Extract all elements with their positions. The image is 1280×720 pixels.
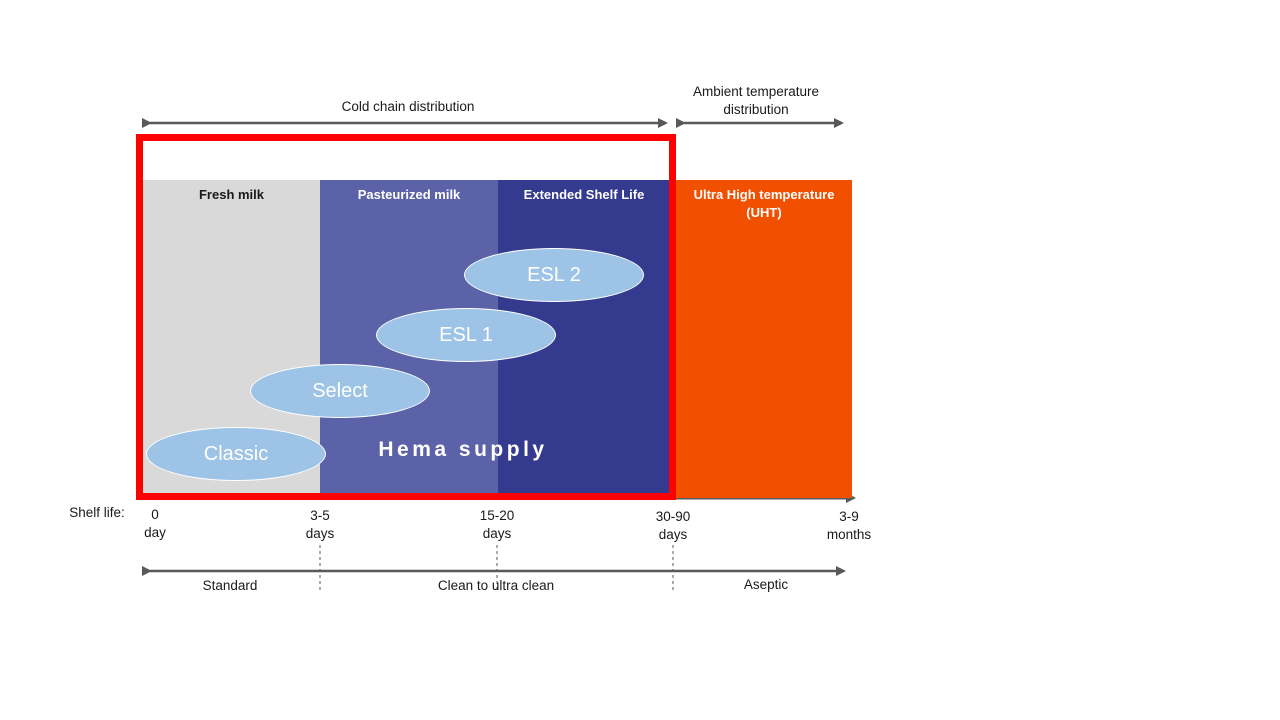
- tick-0-unit: day: [144, 525, 166, 540]
- tick-3-5-unit: days: [305, 526, 335, 541]
- tick-3-9: 3-9 months: [814, 508, 884, 544]
- column-pasteurized-milk-label: Pasteurized milk: [357, 187, 461, 202]
- hema-supply-highlight-box: [136, 134, 676, 500]
- tick-15-20: 15-20 days: [462, 507, 532, 543]
- tick-0: 0 day: [125, 506, 185, 542]
- column-uht: Ultra High temperature (UHT): [676, 180, 852, 498]
- tick-3-5-value: 3-5: [310, 508, 330, 523]
- tick-15-20-value: 15-20: [479, 508, 515, 523]
- hygiene-standard-label: Standard: [202, 578, 258, 593]
- tick-3-5: 3-5 days: [290, 507, 350, 543]
- tick-30-90: 30-90 days: [638, 508, 708, 544]
- tick-15-20-unit: days: [482, 526, 512, 541]
- tick-30-90-value: 30-90: [655, 509, 691, 524]
- hygiene-aseptic-label: Aseptic: [743, 577, 789, 592]
- column-uht-label: Ultra High temperature (UHT): [676, 186, 852, 222]
- product-esl1: ESL 1: [376, 308, 556, 362]
- ambient-label-line2: distribution: [723, 102, 789, 117]
- shelf-life-label: Shelf life:: [69, 505, 125, 520]
- ambient-label: Ambient temperature distribution: [664, 83, 848, 119]
- tick-3-9-value: 3-9: [839, 509, 859, 524]
- product-select: Select: [250, 364, 430, 418]
- tick-3-9-unit: months: [826, 527, 872, 542]
- column-uht-label-line2: (UHT): [746, 205, 782, 220]
- ambient-label-line1: Ambient temperature: [692, 84, 820, 99]
- product-esl2: ESL 2: [464, 248, 644, 302]
- hema-supply-label: Hema supply: [378, 438, 548, 461]
- cold-chain-label: Cold chain distribution: [341, 99, 475, 114]
- tick-30-90-unit: days: [658, 527, 688, 542]
- column-fresh-milk-label: Fresh milk: [198, 187, 265, 202]
- hygiene-clean-label: Clean to ultra clean: [437, 578, 555, 593]
- column-uht-label-line1: Ultra High temperature: [693, 187, 835, 202]
- column-esl-label: Extended Shelf Life: [523, 187, 645, 202]
- tick-0-value: 0: [151, 507, 159, 522]
- product-classic: Classic: [146, 427, 326, 481]
